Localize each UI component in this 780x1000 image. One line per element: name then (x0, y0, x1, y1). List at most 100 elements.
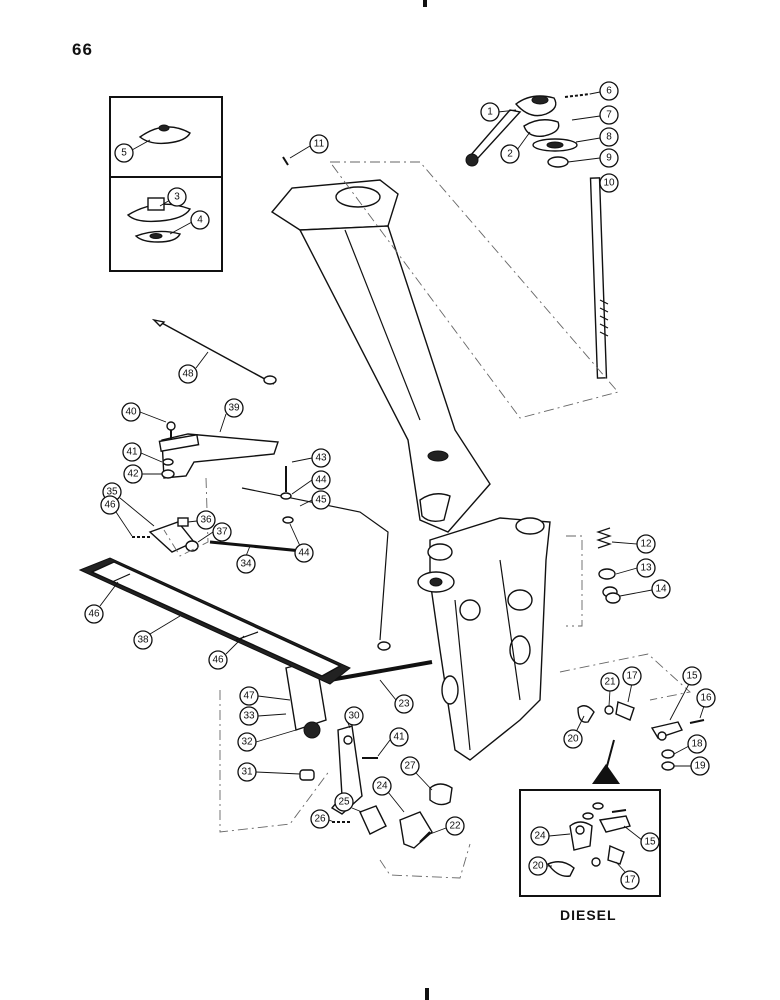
svg-text:3: 3 (174, 192, 180, 203)
svg-text:11: 11 (314, 139, 325, 150)
spring-nut-group (596, 527, 621, 604)
page-number: 66 (72, 40, 93, 59)
callout-14: 14 (619, 579, 671, 599)
svg-text:45: 45 (315, 495, 327, 506)
callout-40: 40 (121, 402, 167, 423)
svg-text:13: 13 (640, 563, 652, 574)
callout-3: 3 (159, 187, 187, 207)
svg-text:24: 24 (534, 831, 546, 842)
svg-text:32: 32 (241, 737, 253, 748)
svg-text:20: 20 (567, 734, 579, 745)
svg-text:23: 23 (398, 699, 410, 710)
callout-18: 18 (673, 734, 707, 755)
svg-text:7: 7 (606, 110, 612, 121)
svg-text:34: 34 (240, 559, 252, 570)
svg-text:36: 36 (200, 515, 212, 526)
svg-text:41: 41 (126, 447, 138, 458)
callout-33: 33 (239, 706, 287, 726)
callout-43: 43 (291, 448, 331, 468)
steering-arm-group (282, 93, 609, 379)
callout-27: 27 (400, 756, 433, 791)
callout-44: 44 (291, 470, 331, 495)
svg-text:43: 43 (315, 453, 327, 464)
callout-48: 48 (178, 351, 209, 384)
registration-mark-bottom (425, 988, 429, 1000)
callout-39: 39 (219, 398, 244, 433)
svg-text:2: 2 (507, 149, 513, 160)
inset-box-top (109, 96, 223, 272)
svg-text:46: 46 (212, 655, 224, 666)
pedal-linkage-left (132, 318, 391, 651)
callout-17: 17 (622, 666, 642, 703)
diesel-label: DIESEL (560, 907, 617, 923)
svg-text:42: 42 (127, 469, 139, 480)
svg-text:48: 48 (182, 369, 194, 380)
svg-text:26: 26 (314, 814, 326, 825)
svg-text:27: 27 (404, 761, 416, 772)
callout-45: 45 (299, 490, 331, 510)
svg-text:10: 10 (603, 178, 615, 189)
svg-text:19: 19 (694, 761, 706, 772)
callout-9: 9 (567, 148, 619, 168)
callout-38: 38 (133, 615, 181, 650)
callout-11: 11 (289, 134, 329, 159)
svg-text:41: 41 (393, 732, 405, 743)
callout-41: 41 (122, 442, 163, 463)
callout-22: 22 (429, 816, 465, 836)
svg-text:38: 38 (137, 635, 149, 646)
callout-46-plate-left: 46 (84, 581, 119, 624)
floor-plate (78, 557, 351, 685)
svg-text:31: 31 (241, 767, 253, 778)
callout-1: 1 (480, 102, 517, 122)
svg-text:8: 8 (606, 132, 612, 143)
callout-41-lower: 41 (377, 727, 409, 757)
callout-34: 34 (236, 545, 256, 574)
inset-callout-20: 20 (528, 856, 552, 876)
callout-15: 15 (669, 666, 702, 721)
callout-5: 5 (114, 139, 151, 163)
svg-text:40: 40 (125, 407, 137, 418)
svg-text:37: 37 (216, 527, 228, 538)
callout-16: 16 (696, 688, 716, 719)
svg-text:15: 15 (644, 837, 656, 848)
svg-text:30: 30 (348, 711, 360, 722)
callout-20: 20 (563, 715, 585, 749)
svg-text:5: 5 (121, 148, 127, 159)
svg-text:17: 17 (626, 671, 638, 682)
linkage-right (577, 701, 705, 771)
pedestal-support (417, 517, 551, 761)
callout-13: 13 (615, 558, 656, 578)
svg-text:39: 39 (228, 403, 240, 414)
callout-12: 12 (611, 534, 656, 554)
svg-text:14: 14 (655, 584, 667, 595)
inset-callout-15: 15 (623, 825, 660, 852)
callout-21: 21 (600, 672, 620, 707)
svg-text:21: 21 (604, 677, 616, 688)
callout-44-lower: 44 (289, 523, 314, 563)
svg-text:25: 25 (338, 797, 350, 808)
svg-text:46: 46 (104, 500, 116, 511)
svg-text:9: 9 (606, 153, 612, 164)
callout-26: 26 (310, 809, 335, 829)
callout-10: 10 (599, 173, 619, 193)
callout-2: 2 (500, 131, 531, 164)
inset-callout-17: 17 (615, 861, 640, 890)
svg-text:17: 17 (624, 875, 636, 886)
callout-4: 4 (169, 210, 210, 235)
svg-text:44: 44 (298, 548, 310, 559)
callout-31: 31 (237, 762, 301, 782)
callout-42: 42 (123, 464, 162, 484)
svg-text:46: 46 (88, 609, 100, 620)
callout-24: 24 (372, 776, 405, 813)
callout-46-plate-right: 46 (208, 635, 245, 670)
svg-text:47: 47 (243, 691, 255, 702)
svg-text:15: 15 (686, 671, 698, 682)
svg-text:35: 35 (106, 487, 118, 498)
registration-mark-top (423, 0, 427, 7)
callout-30: 30 (344, 706, 364, 729)
inset-callout-24: 24 (530, 826, 571, 846)
callout-19: 19 (674, 756, 710, 776)
callout-8: 8 (575, 127, 619, 147)
svg-text:22: 22 (449, 821, 461, 832)
